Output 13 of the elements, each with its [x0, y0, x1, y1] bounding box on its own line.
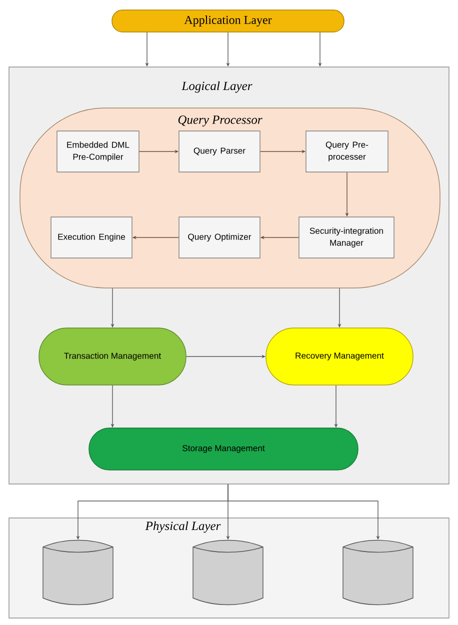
storage-pill: Storage Management	[88, 428, 358, 470]
database-cylinder	[342, 540, 414, 606]
process-box: Query Parser	[178, 130, 260, 172]
process-box: Query Optimizer	[178, 216, 260, 258]
process-box: Embedded DML Pre-Compiler	[56, 130, 140, 172]
process-box: Query Pre-processer	[306, 130, 388, 172]
process-box: Security-integration Manager	[298, 216, 394, 258]
database-cylinder	[192, 540, 264, 606]
transaction-pill: Transaction Management	[38, 328, 186, 386]
application-layer-bar: Application Layer	[112, 10, 344, 32]
process-box: Execution Engine	[50, 216, 132, 258]
recovery-pill: Recovery Management	[266, 328, 414, 386]
database-cylinder	[42, 540, 114, 606]
